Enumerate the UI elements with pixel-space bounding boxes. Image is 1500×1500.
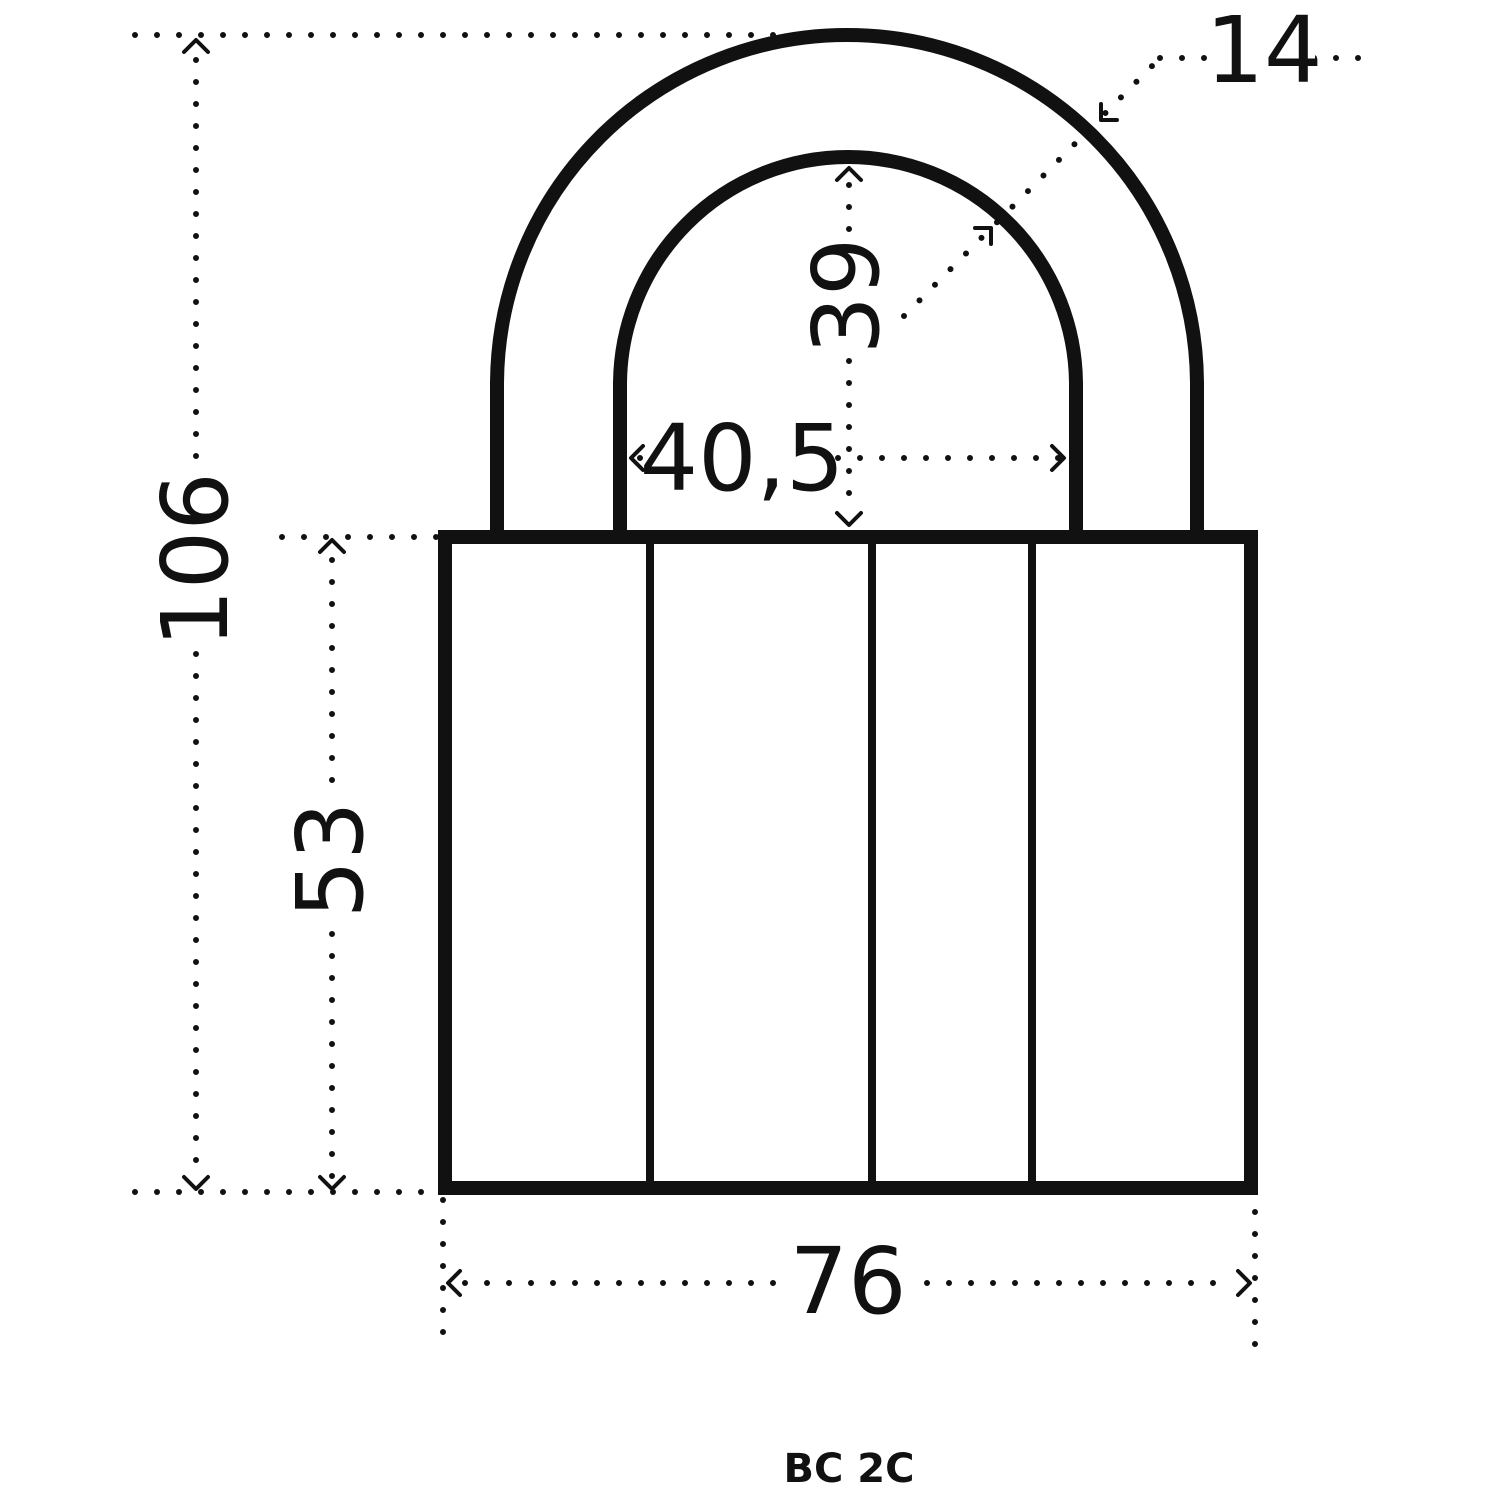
arrow-body-width-right <box>1236 1269 1252 1297</box>
lock-body <box>438 530 1258 1195</box>
shackle-outer <box>490 28 1204 532</box>
label-shackle-clearance: 39 <box>793 237 900 354</box>
arrow-body-width-left <box>446 1269 462 1297</box>
arrow-body-height-bottom <box>318 1175 346 1191</box>
shackle-inner <box>613 150 1083 532</box>
label-body-width: 76 <box>789 1228 906 1335</box>
label-body-height: 53 <box>277 801 384 918</box>
arrow-body-height-top <box>318 538 346 554</box>
arrow-shackle-inner-width-right <box>1050 444 1066 472</box>
arrow-shackle-thickness-outer <box>1099 102 1119 122</box>
label-shackle-thickness: 14 <box>1205 0 1322 104</box>
model-label: BC 2C <box>784 1446 915 1492</box>
arrow-shackle-inner-width-left <box>629 444 645 472</box>
arrow-shackle-clearance-top <box>835 166 863 182</box>
label-shackle-inner-width: 40,5 <box>640 405 845 512</box>
arrow-total-height-bottom <box>182 1175 210 1191</box>
dim-line-shackle-thickness <box>901 55 1163 319</box>
arrow-shackle-clearance-bottom <box>835 511 863 527</box>
arrow-total-height-top <box>182 38 210 54</box>
arrow-shackle-thickness-inner <box>973 226 993 246</box>
label-total-height: 106 <box>142 472 249 648</box>
